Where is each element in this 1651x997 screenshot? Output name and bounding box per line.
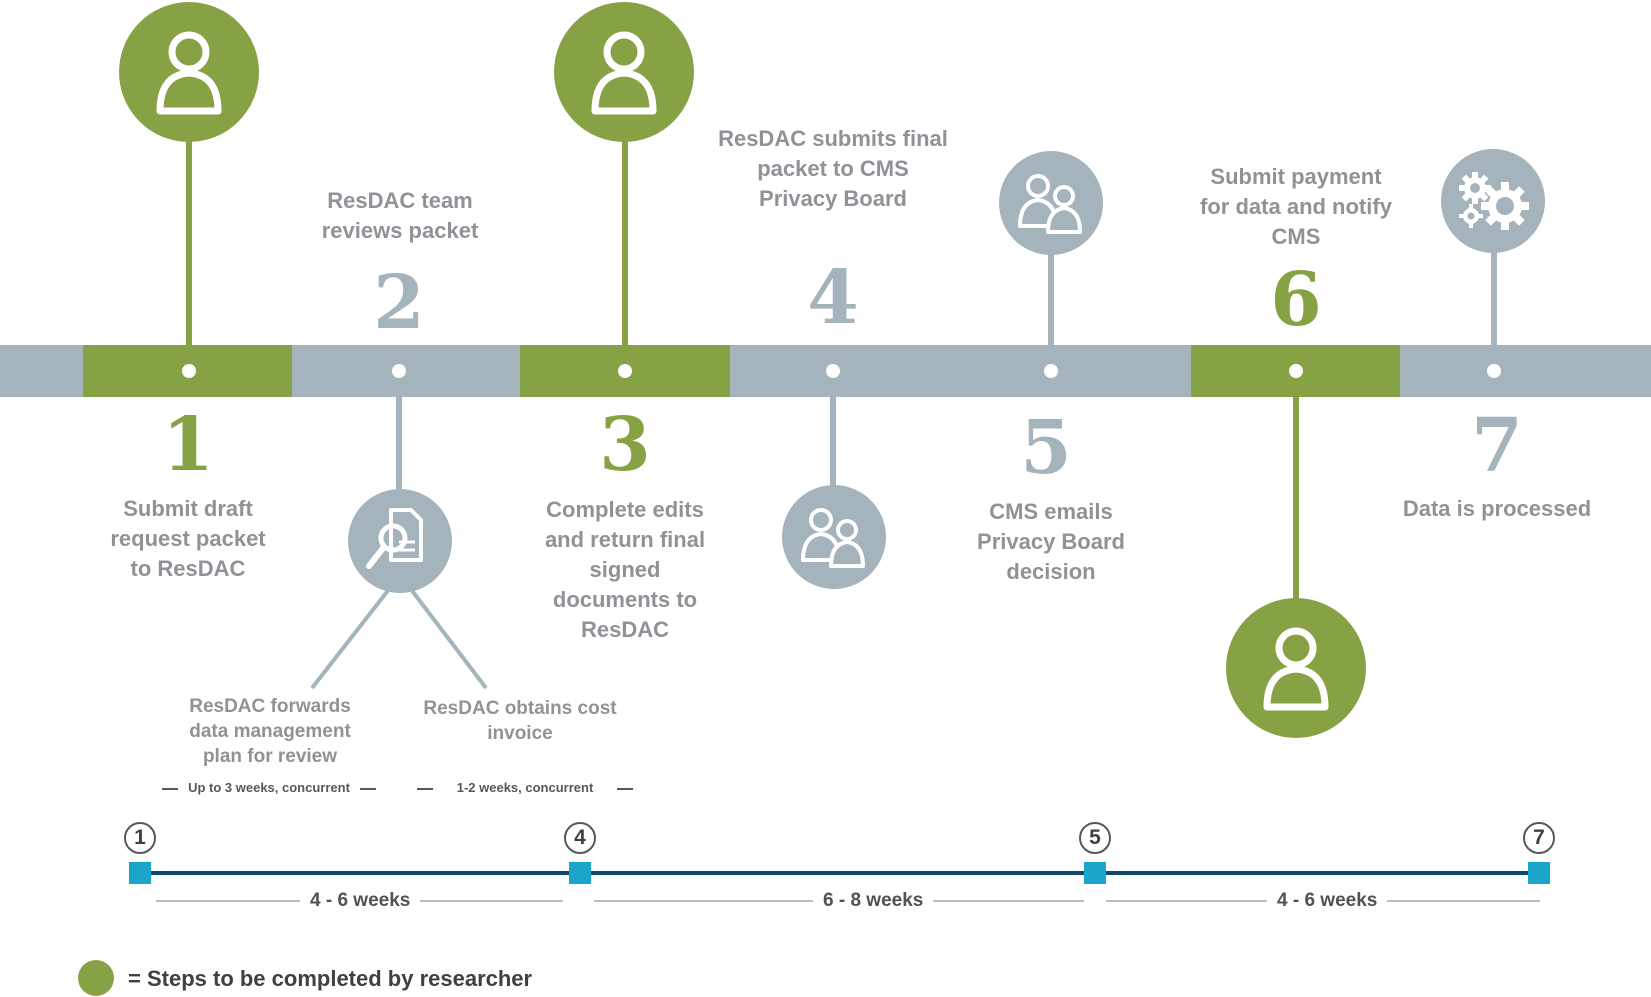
band-dot-6: [1289, 364, 1303, 378]
step-3-label: Complete edits and return final signed d…: [544, 497, 706, 642]
substep-1-label: ResDAC forwards data management plan for…: [189, 696, 351, 767]
step-6-number: 6: [1270, 257, 1322, 343]
timeline-marker-square-5: [1084, 862, 1106, 884]
step-3-number: 3: [599, 402, 651, 488]
substep-1-dash-right: [360, 788, 376, 790]
legend-symbol: =: [128, 966, 147, 991]
band-dot-5: [1044, 364, 1058, 378]
step-5-label: CMS emails Privacy Board decision: [977, 499, 1125, 584]
stem-step-3: [622, 135, 628, 347]
band-dot-3: [618, 364, 632, 378]
stem-step-1: [186, 135, 192, 347]
substep-2-dash-right: [617, 788, 633, 790]
timeline-step-marker-5: 5: [1079, 822, 1111, 854]
substep-2-label: ResDAC obtains cost invoice: [423, 698, 617, 744]
timeline-step-marker-4: 4: [564, 822, 596, 854]
stem-step-6: [1293, 395, 1299, 600]
timeline-step-marker-1: 1: [124, 822, 156, 854]
stem-step-7: [1491, 250, 1497, 347]
step-5-number: 5: [1020, 405, 1072, 491]
step-5-two-people-icon: [999, 151, 1103, 255]
band-dot-2: [392, 364, 406, 378]
substep-1-duration: Up to 3 weeks, concurrent: [188, 780, 350, 795]
step-7-number: 7: [1471, 403, 1523, 489]
step-4-number: 4: [807, 255, 859, 341]
step-1-person-icon: [119, 2, 259, 142]
legend-label: Steps to be completed by researcher: [146, 966, 533, 991]
step-4-label: ResDAC submits final packet to CMS Priva…: [718, 126, 948, 211]
interval-2-label: 6 - 8 weeks: [813, 890, 934, 912]
legend-green-dot: [78, 960, 114, 996]
step-1-label: Submit draft request packet to ResDAC: [110, 496, 266, 581]
timeline-step-marker-7: 7: [1523, 822, 1555, 854]
legend-text: = Steps to be completed by researcher: [128, 966, 532, 992]
step-7-label: Data is processed: [1402, 496, 1592, 521]
step-3-person-icon: [554, 2, 694, 142]
interval-3-label: 4 - 6 weeks: [1267, 890, 1388, 912]
stem-step-2: [396, 395, 402, 493]
timeline-marker-square-7: [1528, 862, 1550, 884]
band-dot-4: [826, 364, 840, 378]
step-6-person-icon: [1226, 598, 1366, 738]
substep-1-dash-left: [162, 788, 178, 790]
step-4-two-people-icon: [782, 485, 886, 589]
substep-2-dash-left: [417, 788, 433, 790]
step-6-label: Submit payment for data and notify CMS: [1200, 164, 1392, 249]
stem-step-4: [830, 395, 836, 487]
timeline-marker-square-1: [129, 862, 151, 884]
step-2-number: 2: [373, 260, 425, 346]
substep-2-duration: 1-2 weeks, concurrent: [456, 780, 594, 795]
step-2-document-search-icon: [348, 489, 452, 593]
band-dot-1: [182, 364, 196, 378]
step-1-number: 1: [162, 402, 214, 488]
timeline-axis-line: [140, 871, 1540, 875]
step-2-label: ResDAC team reviews packet: [321, 188, 479, 243]
interval-1-label: 4 - 6 weeks: [300, 890, 421, 912]
step-7-gears-icon: [1441, 149, 1545, 253]
timeline-marker-square-4: [569, 862, 591, 884]
band-dot-7: [1487, 364, 1501, 378]
stem-step-5: [1048, 250, 1054, 347]
